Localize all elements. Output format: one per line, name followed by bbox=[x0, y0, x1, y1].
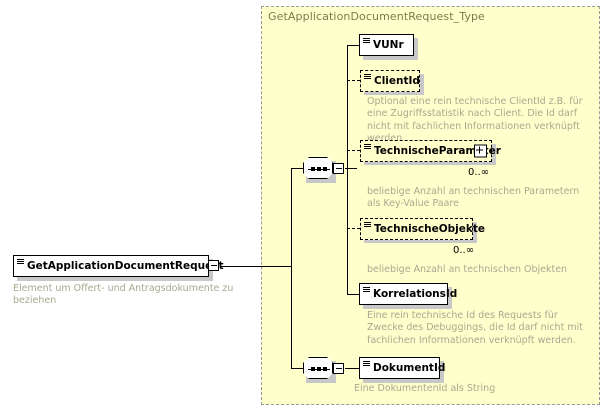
technischeparameter-expand-icon[interactable] bbox=[474, 144, 487, 158]
sequence-icon bbox=[303, 157, 333, 179]
element-box-get-application-document-request[interactable]: GetApplicationDocumentRequest bbox=[13, 255, 224, 277]
technischeparameter-description: beliebige Anzahl an technischen Paramete… bbox=[367, 186, 580, 210]
sequence-compositor-top[interactable] bbox=[303, 157, 345, 179]
element-label: TechnischeParameter bbox=[374, 145, 501, 157]
element-lines-icon bbox=[364, 74, 371, 79]
element-lines-icon bbox=[363, 361, 370, 366]
connector-to-vunr bbox=[347, 44, 359, 46]
sequence-dots bbox=[309, 366, 329, 371]
type-container-title: GetApplicationDocumentRequest_Type bbox=[268, 10, 485, 23]
connector-sequence-bottom-out bbox=[345, 367, 359, 369]
connector-root-to-trunk bbox=[220, 265, 292, 267]
element-box-korrelationsid[interactable]: KorrelationsId bbox=[359, 283, 457, 305]
element-label: KorrelationsId bbox=[373, 288, 458, 300]
element-box-dokumentid[interactable]: DokumentId bbox=[359, 357, 445, 379]
sequence-compositor-bottom[interactable] bbox=[303, 357, 345, 379]
connector-trunk-to-sequence-top bbox=[291, 167, 303, 169]
connector-children-bus bbox=[347, 45, 349, 294]
connector-to-clientid bbox=[347, 80, 360, 81]
type-container-box bbox=[261, 6, 600, 405]
element-lines-icon bbox=[364, 222, 371, 227]
element-box-clientid[interactable]: ClientId bbox=[360, 70, 420, 92]
connector-trunk-vertical bbox=[291, 168, 293, 368]
connector-to-korrelationsid bbox=[347, 293, 359, 295]
technischeparameter-cardinality: 0..∞ bbox=[468, 167, 490, 178]
element-lines-icon bbox=[363, 38, 370, 43]
element-label: GetApplicationDocumentRequest bbox=[27, 260, 224, 272]
sequence-dots bbox=[309, 166, 329, 171]
element-box-technischeparameter[interactable]: TechnischeParameter bbox=[360, 140, 501, 162]
element-lines-icon bbox=[364, 144, 371, 149]
element-box-vunr[interactable]: VUNr bbox=[359, 34, 414, 56]
sequence-bottom-collapse-icon[interactable] bbox=[333, 362, 344, 374]
element-label: VUNr bbox=[373, 39, 404, 51]
technischeobjekte-description: beliebige Anzahl an technischen Objekten bbox=[367, 264, 568, 275]
root-element-description: Element um Offert- und Antragsdokumente … bbox=[13, 283, 234, 307]
connector-sequence-top-out bbox=[345, 167, 357, 169]
element-label: ClientId bbox=[374, 75, 420, 87]
element-label: DokumentId bbox=[373, 362, 446, 374]
clientid-description: Optional eine rein technische ClientId z… bbox=[367, 96, 583, 145]
sequence-icon bbox=[303, 357, 333, 379]
element-lines-icon bbox=[17, 259, 24, 264]
sequence-top-collapse-icon[interactable] bbox=[333, 162, 344, 174]
element-lines-icon bbox=[363, 287, 370, 292]
root-element-collapse-icon[interactable] bbox=[208, 260, 219, 271]
connector-to-technischeparameter bbox=[347, 150, 360, 151]
element-box-technischeobjekte[interactable]: TechnischeObjekte bbox=[360, 218, 485, 240]
element-label: TechnischeObjekte bbox=[374, 223, 486, 235]
connector-to-technischeobjekte bbox=[347, 228, 360, 229]
dokumentid-description: Eine DokumentenId als String bbox=[354, 383, 496, 394]
technischeobjekte-cardinality: 0..∞ bbox=[453, 245, 475, 256]
korrelationsid-description: Eine rein technische Id des Requests für… bbox=[367, 310, 583, 346]
connector-trunk-to-sequence-bottom bbox=[291, 367, 303, 369]
